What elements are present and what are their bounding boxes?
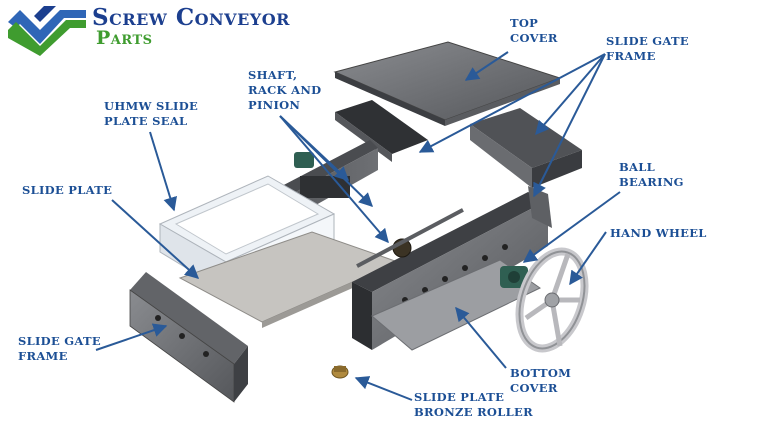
- rear-ball-bearing: [294, 152, 314, 168]
- hand-wheel: [515, 247, 589, 353]
- brand-title: Screw Conveyor: [92, 4, 290, 31]
- brand-subtitle: Parts: [96, 27, 153, 49]
- label-slide-plate: SLIDE PLATE: [22, 183, 113, 197]
- right-frame-channel: [470, 108, 582, 168]
- left-slide-gate-frame: [129, 272, 248, 403]
- rear-top-channel: [335, 100, 428, 154]
- logo-mark: [8, 6, 86, 56]
- bronze-roller: [331, 365, 349, 379]
- bottom-cover-plate: [371, 259, 541, 351]
- callout-arrows: [95, 51, 621, 401]
- label-hand-wheel: HAND WHEEL: [610, 226, 707, 240]
- ball-bearing: [500, 266, 528, 288]
